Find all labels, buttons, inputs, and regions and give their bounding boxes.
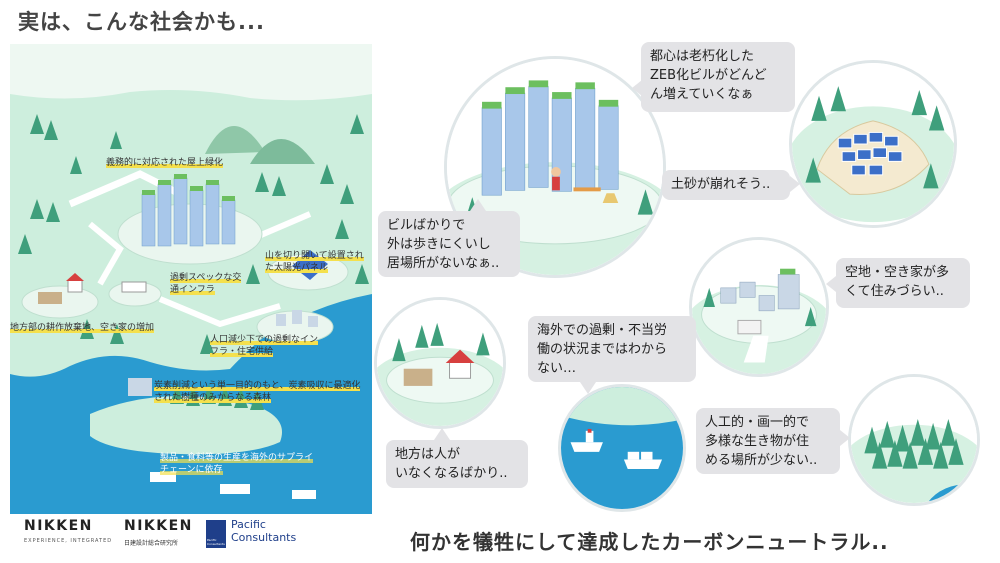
bubble-overseas: 海外での過剰・不当労 働の状況まではわから ない… [528, 316, 696, 382]
forest-circle [848, 374, 980, 506]
bubble-vacant-tail [826, 276, 836, 292]
bubble-landslide: 土砂が崩れそう.. [662, 170, 790, 200]
nikken-tagline: EXPERIENCE, INTEGRATED [24, 538, 113, 544]
label-solar-panels: 山を切り開いて設置された太陽光パネル [265, 251, 364, 273]
bubble-zeb: 都心は老朽化した ZEB化ビルがどんど ん増えていくなぁ [641, 42, 795, 112]
bubble-rural: 地方は人が いなくなるばかり.. [386, 440, 528, 488]
poster-illustration: 義務的に対応された屋上緑化 山を切り開いて設置された太陽光パネル 過剰スペックな… [10, 44, 372, 514]
pacific-logo-line2: Consultants [231, 531, 297, 544]
ships-circle [558, 384, 686, 512]
nikken-logo: NIKKEN [24, 518, 93, 534]
conclusion-text: 何かを犠牲にして達成したカーボンニュートラル.. [410, 530, 889, 554]
pacific-logo-line1: Pacific [231, 518, 266, 531]
label-transport-infra: 過剰スペックな交通インフラ [170, 273, 242, 295]
logos: NIKKEN EXPERIENCE, INTEGRATED NIKKEN 日建設… [20, 514, 370, 558]
bubble-forest-tail [840, 430, 850, 446]
bubble-buildings-tail [470, 199, 486, 211]
bubble-landslide-tail [790, 176, 800, 192]
label-oversupply: 人口減少下での過剰なインフラ・住宅供給 [210, 335, 319, 357]
label-supply-chain: 製品・食料等の生産を海外のサプライチェーンに依存 [160, 453, 314, 475]
rural-circle [374, 297, 506, 429]
bubble-overseas-tail [580, 382, 596, 394]
bubble-rural-tail [434, 428, 450, 440]
label-monoculture-forest: 炭素削減という単一目的のもと、炭素吸収に最適化された樹種のみからなる森林 [154, 381, 361, 403]
nikken-research-logo: NIKKEN [124, 518, 193, 534]
solar-circle [789, 60, 957, 228]
bubble-zeb-tail [632, 80, 642, 96]
bubble-forest: 人工的・画一的で 多様な生き物が住 める場所が少ない.. [696, 408, 840, 474]
pacific-consultants-mark: Pacific Consultants [206, 520, 226, 548]
nikken-research-name: 日建設計総合研究所 [124, 540, 179, 547]
label-abandoned-farmland: 地方部の耕作放棄地、空き家の増加 [10, 323, 155, 333]
city-circle [444, 56, 666, 278]
label-rooftop-greening: 義務的に対応された屋上緑化 [106, 158, 224, 168]
vacant-circle [689, 237, 829, 377]
page-title: 実は、こんな社会かも... [18, 10, 265, 34]
bubble-vacant: 空地・空き家が多 くて住みづらい.. [836, 258, 970, 308]
bubble-buildings: ビルばかりで 外は歩きにくいし 居場所がないなぁ.. [378, 211, 520, 277]
